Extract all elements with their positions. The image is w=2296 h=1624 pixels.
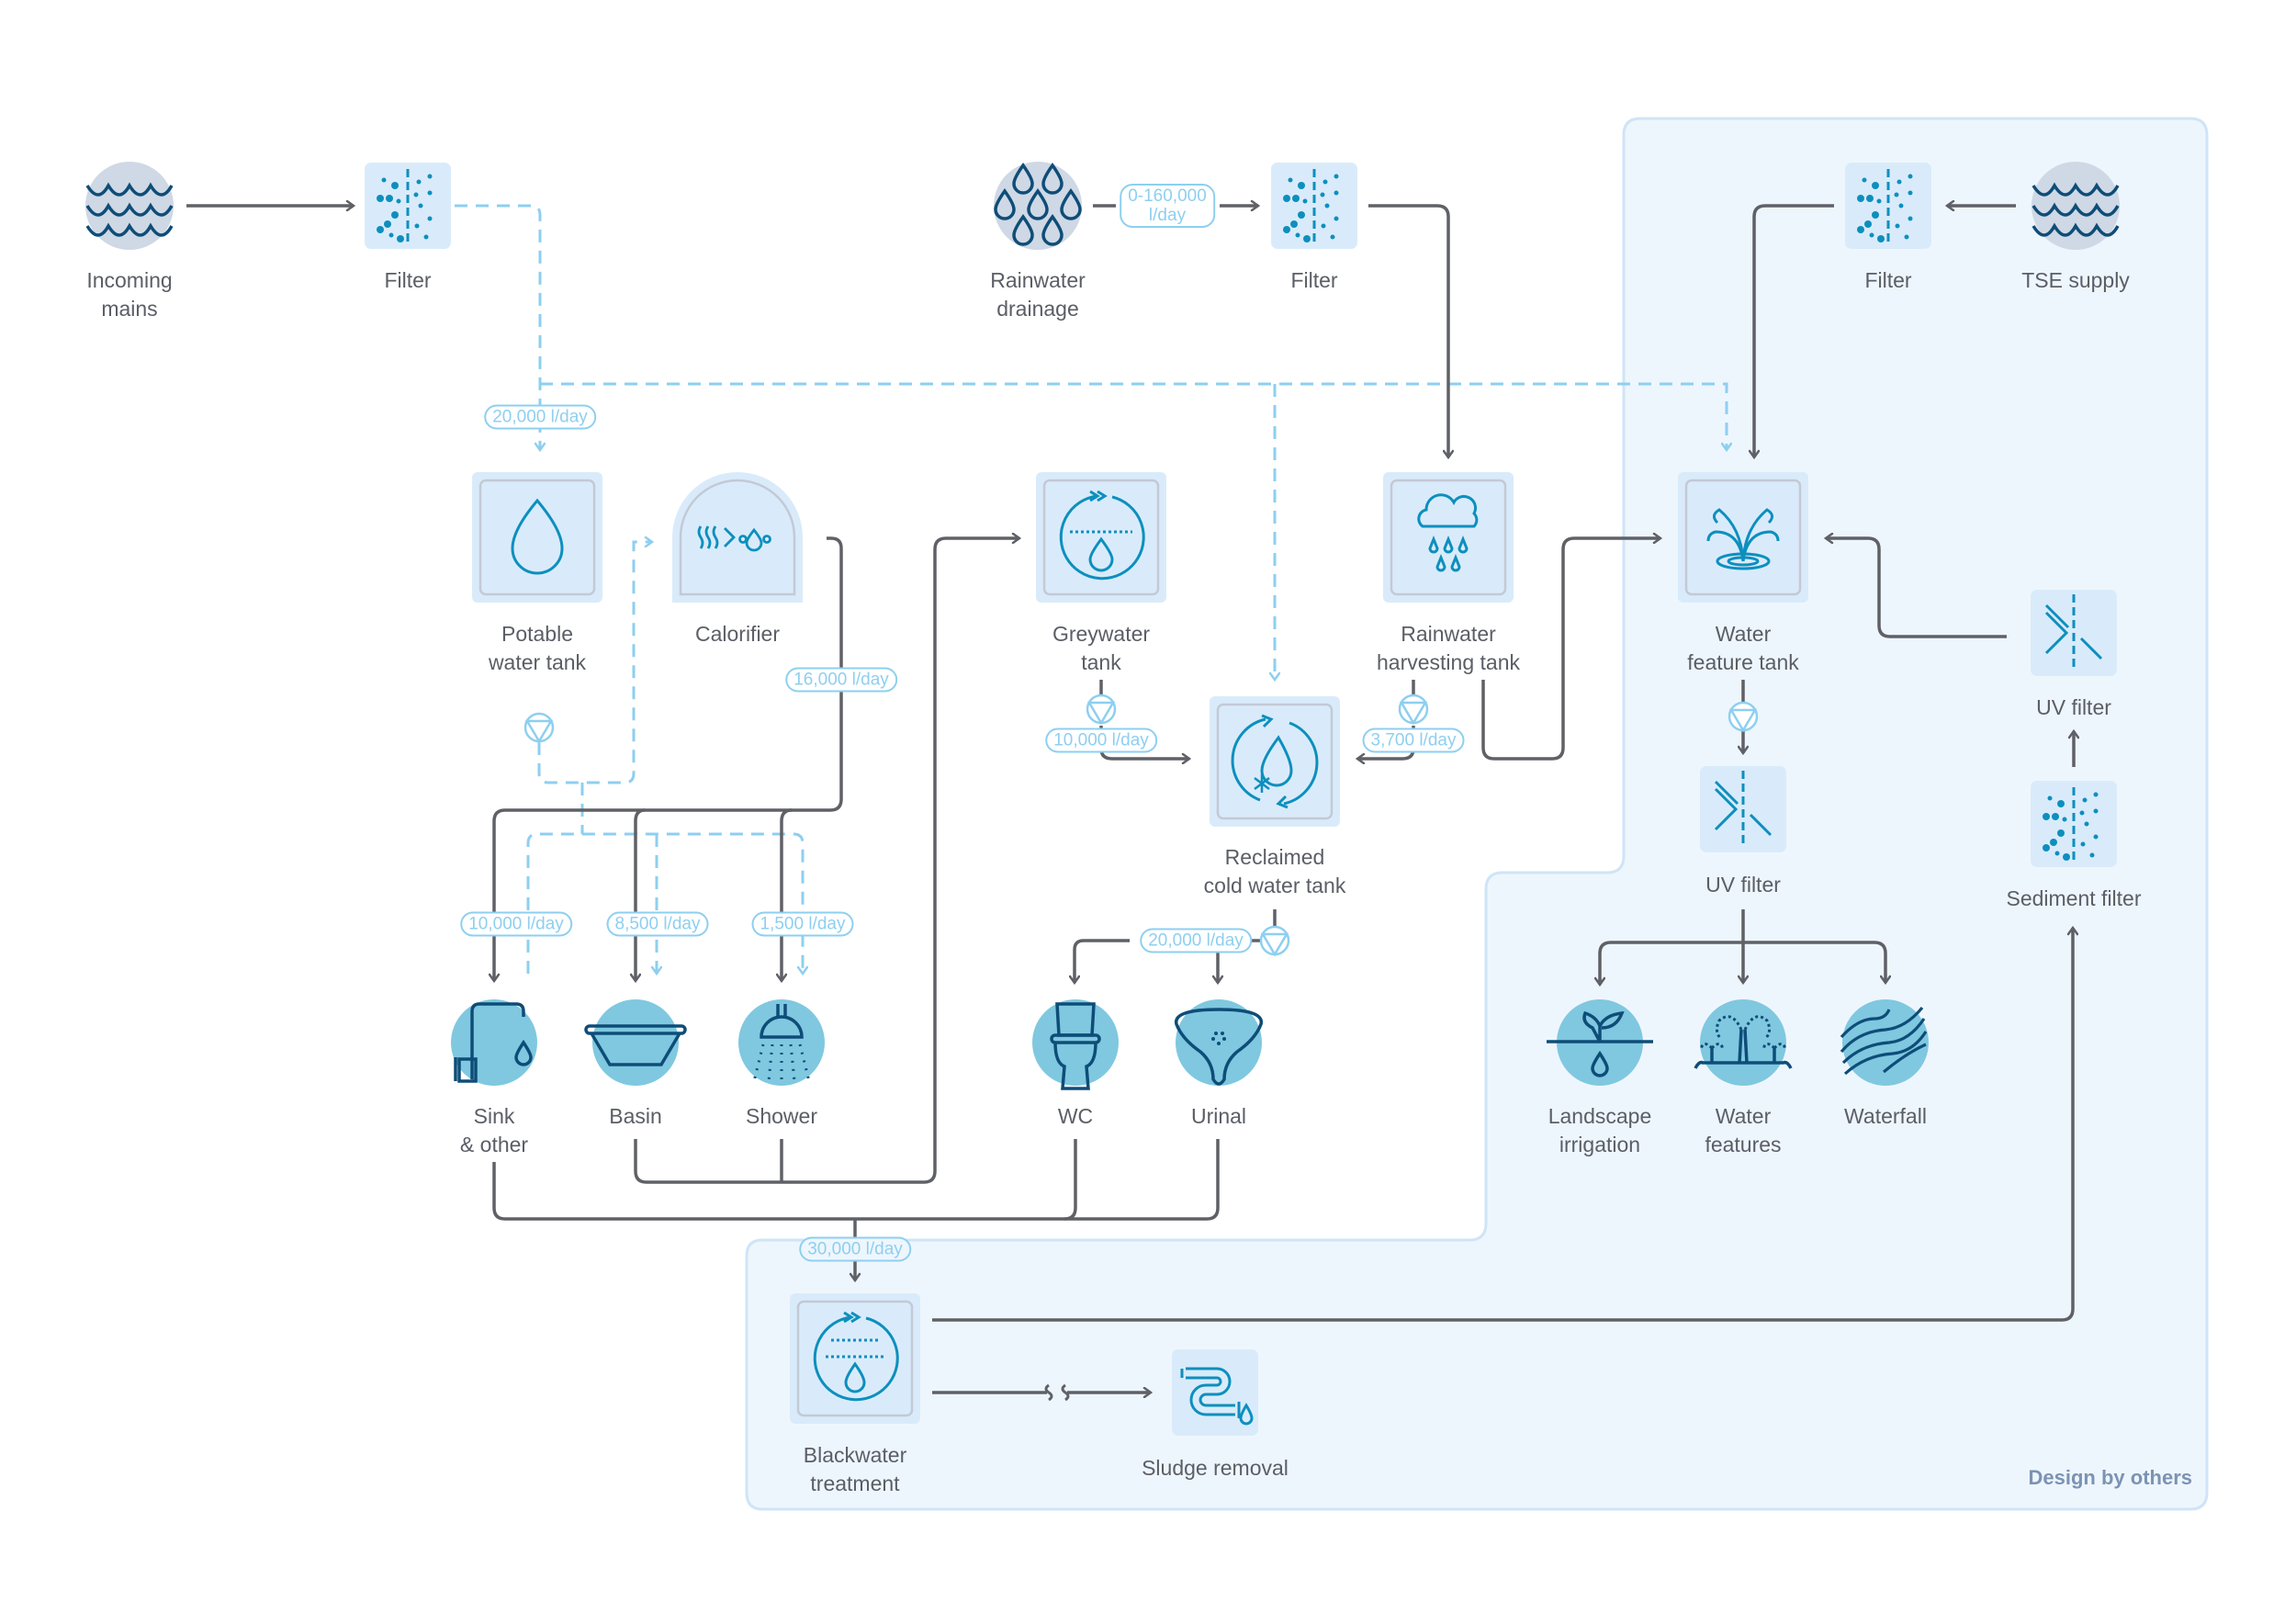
calorifier-label: Calorifier xyxy=(694,622,781,646)
pipes xyxy=(186,206,2074,1400)
landscape-node xyxy=(1547,999,1653,1086)
water-features-label: Water features xyxy=(1705,1104,1782,1156)
flow-rate-badge: 16,000 l/day xyxy=(785,667,897,693)
rainwater-drainage-label: Rainwater drainage xyxy=(990,268,1086,321)
raindrops-icon xyxy=(994,162,1082,246)
potable-tank-label: Potable water tank xyxy=(488,622,587,674)
shower-node xyxy=(738,999,825,1086)
pipe-trap-icon xyxy=(1180,1367,1254,1426)
pump-icon xyxy=(1728,701,1759,732)
waterfall-label: Waterfall xyxy=(1844,1104,1927,1128)
heat-icon xyxy=(697,525,771,552)
waterfall-icon xyxy=(1840,1006,1928,1076)
blackwater-label: Blackwater treatment xyxy=(803,1443,907,1495)
flow-rate-badge: 30,000 l/day xyxy=(799,1236,911,1262)
filter-mains-node xyxy=(365,163,451,249)
flow-rate-badge: 3,700 l/day xyxy=(1362,727,1465,753)
treatment-icon xyxy=(813,1311,899,1402)
design-by-others-label: Design by others xyxy=(2028,1466,2192,1489)
pump-icon xyxy=(1259,925,1290,956)
flow-rate-badge: 0-160,000 l/day xyxy=(1120,184,1215,228)
filter-tse-node xyxy=(1845,163,1931,249)
uv-filter-feature-label: UV filter xyxy=(1705,873,1781,897)
tse-supply-node xyxy=(2032,162,2120,250)
cold-cycle-icon xyxy=(1231,714,1319,809)
uv-filter-feature-node xyxy=(1700,766,1786,852)
tse-supply-label: TSE supply xyxy=(2021,268,2130,292)
toilet-icon xyxy=(1050,1002,1101,1090)
sludge-removal-node xyxy=(1172,1349,1258,1436)
water-feature-tank-label: Water feature tank xyxy=(1687,622,1799,674)
pump-icon xyxy=(1086,694,1117,725)
greywater-tank-label: Greywater tank xyxy=(1052,622,1151,674)
landscape-label: Landscape irrigation xyxy=(1548,1104,1652,1156)
rain-cloud-icon xyxy=(1417,493,1479,572)
urinal-icon xyxy=(1175,1008,1263,1086)
uv-filter-right-node xyxy=(2031,590,2117,676)
water-drop-icon xyxy=(511,498,564,575)
reclaimed-tank-label: Reclaimed cold water tank xyxy=(1203,845,1346,897)
basin-icon xyxy=(584,1024,687,1066)
design-by-others-zone xyxy=(745,117,2209,1511)
fountain-jets-icon xyxy=(1694,1015,1793,1069)
waves-icon xyxy=(2032,182,2120,237)
rainwater-tank-node xyxy=(1383,472,1514,603)
blackwater-treatment-node xyxy=(790,1293,920,1424)
basin-label: Basin xyxy=(609,1104,662,1128)
filter-mains-label: Filter xyxy=(384,268,432,292)
sink-node xyxy=(451,999,537,1086)
flow-rate-badge: 20,000 l/day xyxy=(484,404,596,430)
sediment-filter-label: Sediment filter xyxy=(2006,886,2142,910)
wc-node xyxy=(1032,999,1119,1090)
flow-rate-badge: 1,500 l/day xyxy=(751,911,854,937)
potable-tank-node xyxy=(472,472,602,603)
potable-water-lines xyxy=(455,204,1727,974)
flow-rate-badge: 8,500 l/day xyxy=(606,911,709,937)
urinal-label: Urinal xyxy=(1190,1104,1247,1128)
uv-filter-right-label: UV filter xyxy=(2036,695,2111,719)
waterfall-node xyxy=(1840,999,1929,1086)
incoming-mains-label: Incoming mains xyxy=(86,268,173,321)
recycle-drop-icon xyxy=(1059,490,1145,581)
filter-rain-label: Filter xyxy=(1290,268,1338,292)
pump-icon xyxy=(523,712,555,743)
greywater-tank-node xyxy=(1036,472,1166,603)
flow-rate-badge: 20,000 l/day xyxy=(1140,928,1252,953)
filter-rain-node xyxy=(1271,163,1357,249)
water-feature-tank-node xyxy=(1678,472,1808,603)
rainwater-tank-label: Rainwater harvesting tank xyxy=(1377,622,1520,674)
rainwater-drainage-node xyxy=(994,162,1082,250)
sink-label: Sink & other xyxy=(459,1104,529,1156)
fountain-icon xyxy=(1706,508,1780,570)
tap-icon xyxy=(454,1002,533,1083)
flow-rate-badge: 10,000 l/day xyxy=(1045,727,1157,753)
sludge-label: Sludge removal xyxy=(1142,1456,1289,1480)
sediment-filter-node xyxy=(2031,781,2117,867)
waves-icon xyxy=(85,182,174,237)
wc-label: WC xyxy=(1057,1104,1094,1128)
pump-icon xyxy=(1398,694,1429,725)
shower-label: Shower xyxy=(746,1104,817,1128)
flow-rate-badge: 10,000 l/day xyxy=(460,911,572,937)
urinal-node xyxy=(1175,999,1263,1086)
incoming-mains-node xyxy=(85,162,174,250)
basin-node xyxy=(584,999,687,1086)
shower-icon xyxy=(752,1004,811,1082)
calorifier-node xyxy=(672,472,803,603)
sprout-icon xyxy=(1547,1010,1653,1077)
reclaimed-tank-node xyxy=(1210,696,1340,827)
water-features-node xyxy=(1694,999,1793,1086)
filter-tse-label: Filter xyxy=(1864,268,1912,292)
